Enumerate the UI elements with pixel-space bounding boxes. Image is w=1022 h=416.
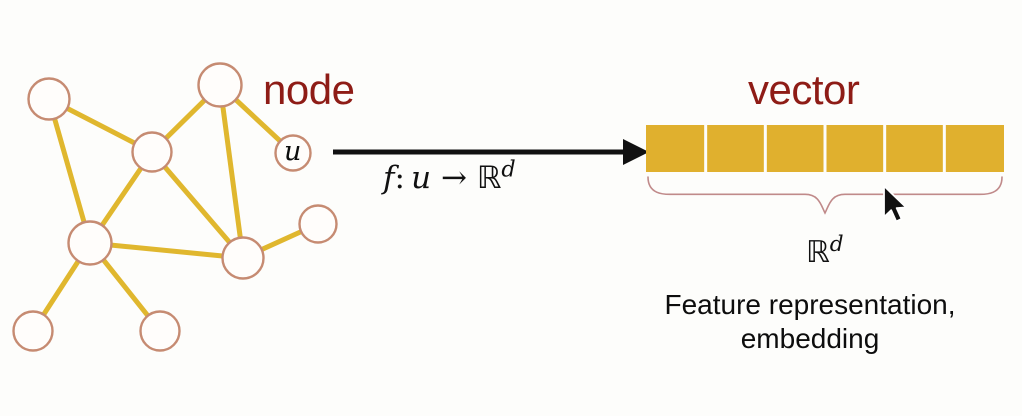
- graph-node-fill: [222, 237, 264, 279]
- graph-node-fill: [132, 132, 172, 172]
- graph-node-fill: [68, 221, 112, 265]
- embedding-caption: Feature representation, embedding: [664, 289, 956, 355]
- formula-arrow: →: [440, 160, 467, 196]
- cursor-arrow-path: [883, 185, 908, 223]
- formula-exponent-d: d: [501, 156, 516, 183]
- formula-colon: :: [394, 160, 405, 196]
- node-u-glyph: u: [284, 136, 302, 167]
- vector-cell: [646, 125, 705, 172]
- graph-node: [221, 236, 265, 280]
- vector-cell: [766, 125, 824, 172]
- graph-node-fill: [299, 205, 337, 243]
- dimension-exponent-d: d: [829, 232, 844, 257]
- formula-reals: ℝ: [476, 160, 502, 196]
- dimension-formula: ℝd: [806, 234, 844, 270]
- graph-node-fill: [198, 63, 242, 107]
- vector-cell: [945, 125, 1004, 172]
- vector-label: vector: [748, 66, 860, 113]
- vector-cell: [886, 125, 943, 172]
- vector-cell: [707, 125, 764, 172]
- cursor-group: [883, 185, 908, 223]
- vector-cell: [826, 125, 884, 172]
- graph-edge: [217, 82, 246, 261]
- graph-node: [27, 77, 71, 121]
- graph-edge: [87, 240, 246, 261]
- graph-node-fill: [28, 78, 70, 120]
- graph-node: [139, 310, 181, 352]
- vector-cell-group: [646, 125, 1004, 172]
- graph-node: [197, 62, 243, 108]
- graph-edge: [46, 96, 93, 246]
- graph-node: [298, 204, 338, 244]
- formula-f: f: [383, 160, 395, 196]
- graph-node-fill: [275, 135, 311, 171]
- formula-u: u: [411, 160, 432, 196]
- graph-node-fill: [13, 311, 53, 351]
- brace-path: [647, 176, 1003, 215]
- graph-node-fill: [140, 311, 180, 351]
- mapping-formula: f: u → ℝd: [383, 159, 516, 196]
- graph-node: [131, 131, 173, 173]
- node-label: node: [263, 66, 355, 113]
- dimension-reals: ℝ: [806, 235, 830, 270]
- graph-node: [12, 310, 54, 352]
- graph-node-u: [274, 134, 312, 172]
- graph-node: [67, 220, 113, 266]
- graph-nodes: [12, 62, 338, 352]
- graph-edge: [149, 149, 246, 261]
